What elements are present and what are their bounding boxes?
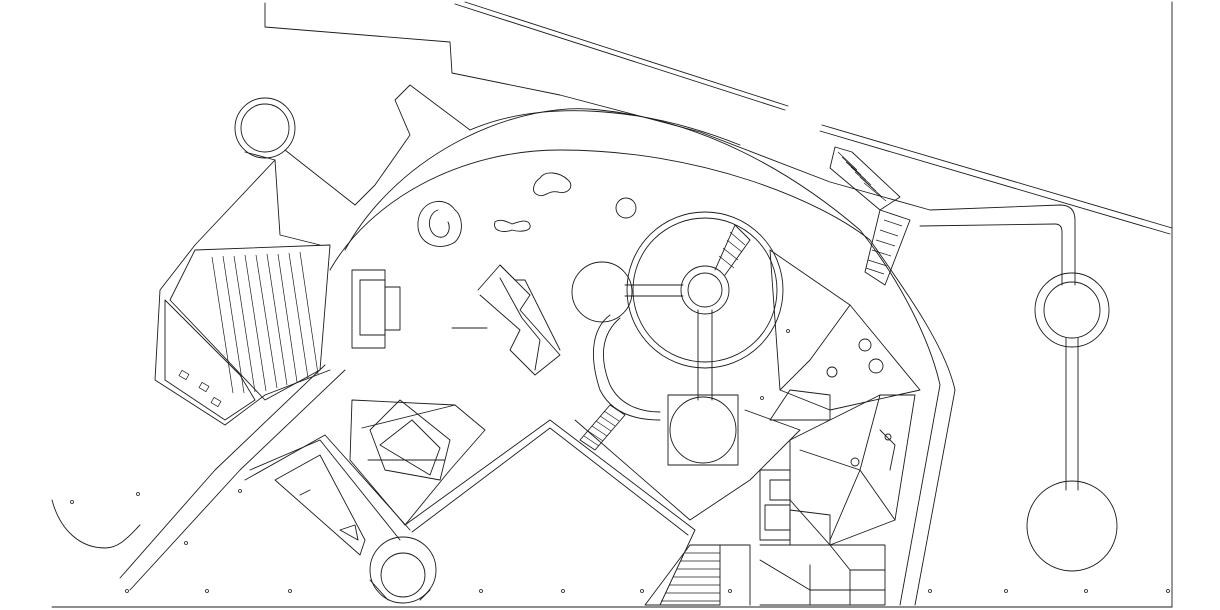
angular-plaza-left xyxy=(349,399,486,526)
right-roundabout xyxy=(1026,272,1118,572)
top-diagonal-road xyxy=(454,1,1173,286)
connector-stairs xyxy=(579,404,626,451)
plaza-features xyxy=(351,172,637,349)
tree-dots xyxy=(70,329,1170,593)
circle-plaza xyxy=(571,211,784,466)
site-boundary xyxy=(51,1,1173,608)
left-building xyxy=(154,84,471,426)
central-wedge xyxy=(404,409,801,606)
top-stairs xyxy=(829,146,911,286)
bottom-stairs xyxy=(644,544,751,606)
angular-pavilions xyxy=(759,249,921,606)
lower-triangle-court xyxy=(244,434,437,604)
main-road xyxy=(329,108,956,606)
zigzag-sculpture xyxy=(477,264,561,376)
lower-left-road xyxy=(51,364,346,591)
